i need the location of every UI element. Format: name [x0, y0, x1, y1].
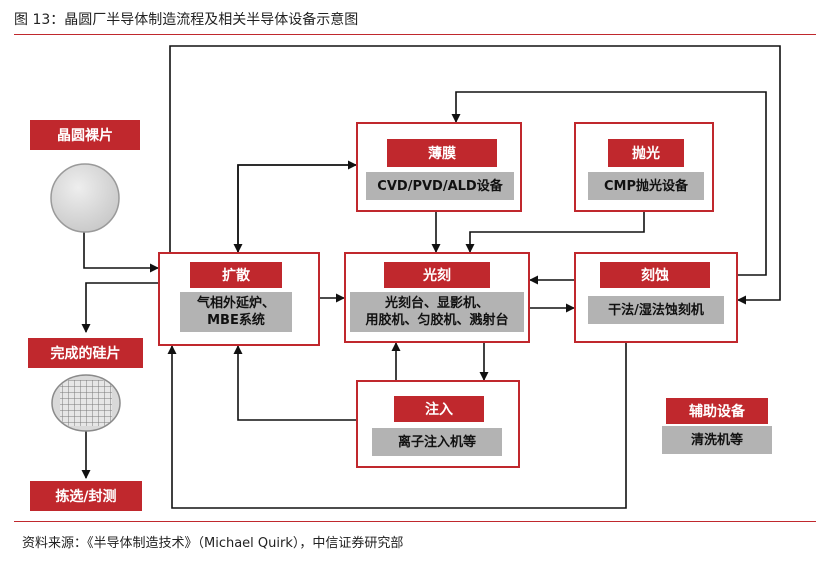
- thin-film-equipment: CVD/PVD/ALD设备: [366, 172, 514, 200]
- arrow-polish-to-litho: [465, 212, 645, 253]
- diffusion-equipment: 气相外延炉、 MBE系统: [180, 292, 292, 332]
- auxiliary-title: 辅助设备: [666, 398, 768, 424]
- thin-film-title: 薄膜: [387, 139, 497, 167]
- polish-equipment: CMP抛光设备: [588, 172, 704, 200]
- litho-line-1: 光刻台、显影机、: [384, 296, 489, 311]
- litho-line-2: 用胶机、匀胶机、溅射台: [365, 313, 509, 328]
- arrow-film-to-diffusion: [233, 164, 356, 253]
- polish-line-1: CMP抛光设备: [603, 178, 688, 194]
- finished-wafer-label: 完成的硅片: [28, 338, 143, 368]
- bare-wafer-icon: [50, 163, 120, 233]
- implant-equipment: 离子注入机等: [372, 428, 502, 456]
- arrow-implant-to-diffusion: [233, 345, 356, 421]
- etch-equipment: 干法/湿法蚀刻机: [588, 296, 724, 324]
- top-rule: [14, 34, 816, 35]
- source-note: 资料来源：《半导体制造技术》（Michael Quirk），中信证券研究部: [22, 536, 404, 551]
- arrow-bottom-loop: [167, 343, 627, 509]
- bottom-rule: [14, 521, 816, 522]
- arrow-diffusion-to-film: [237, 160, 357, 252]
- diffusion-line-1: 气相外延炉、: [196, 296, 275, 311]
- sort-package-label: 拣选/封测: [30, 481, 142, 511]
- auxiliary-line-1: 清洗机等: [690, 432, 743, 448]
- litho-equipment: 光刻台、显影机、 用胶机、匀胶机、溅射台: [350, 292, 524, 332]
- litho-title: 光刻: [384, 262, 490, 288]
- arrow-etch-to-film: [451, 91, 767, 276]
- polish-title: 抛光: [608, 139, 684, 167]
- patterned-wafer-icon: [51, 374, 121, 432]
- diffusion-title: 扩散: [190, 262, 282, 288]
- etch-title: 刻蚀: [600, 262, 710, 288]
- etch-line-1: 干法/湿法蚀刻机: [608, 302, 704, 318]
- arrow-diffusion-to-finished: [81, 282, 158, 333]
- figure-title: 图 13：晶圆厂半导体制造流程及相关半导体设备示意图: [14, 12, 359, 28]
- wafer-label: 晶圆裸片: [30, 120, 140, 150]
- implant-title: 注入: [394, 396, 484, 422]
- auxiliary-equipment: 清洗机等: [662, 426, 772, 454]
- implant-line-1: 离子注入机等: [397, 434, 476, 450]
- diffusion-line-2: MBE系统: [207, 313, 265, 328]
- arrow-wafer-to-diffusion: [83, 225, 159, 273]
- thin-film-line-1: CVD/PVD/ALD设备: [377, 178, 503, 194]
- arrow-diffusion-top-loop: [169, 45, 781, 305]
